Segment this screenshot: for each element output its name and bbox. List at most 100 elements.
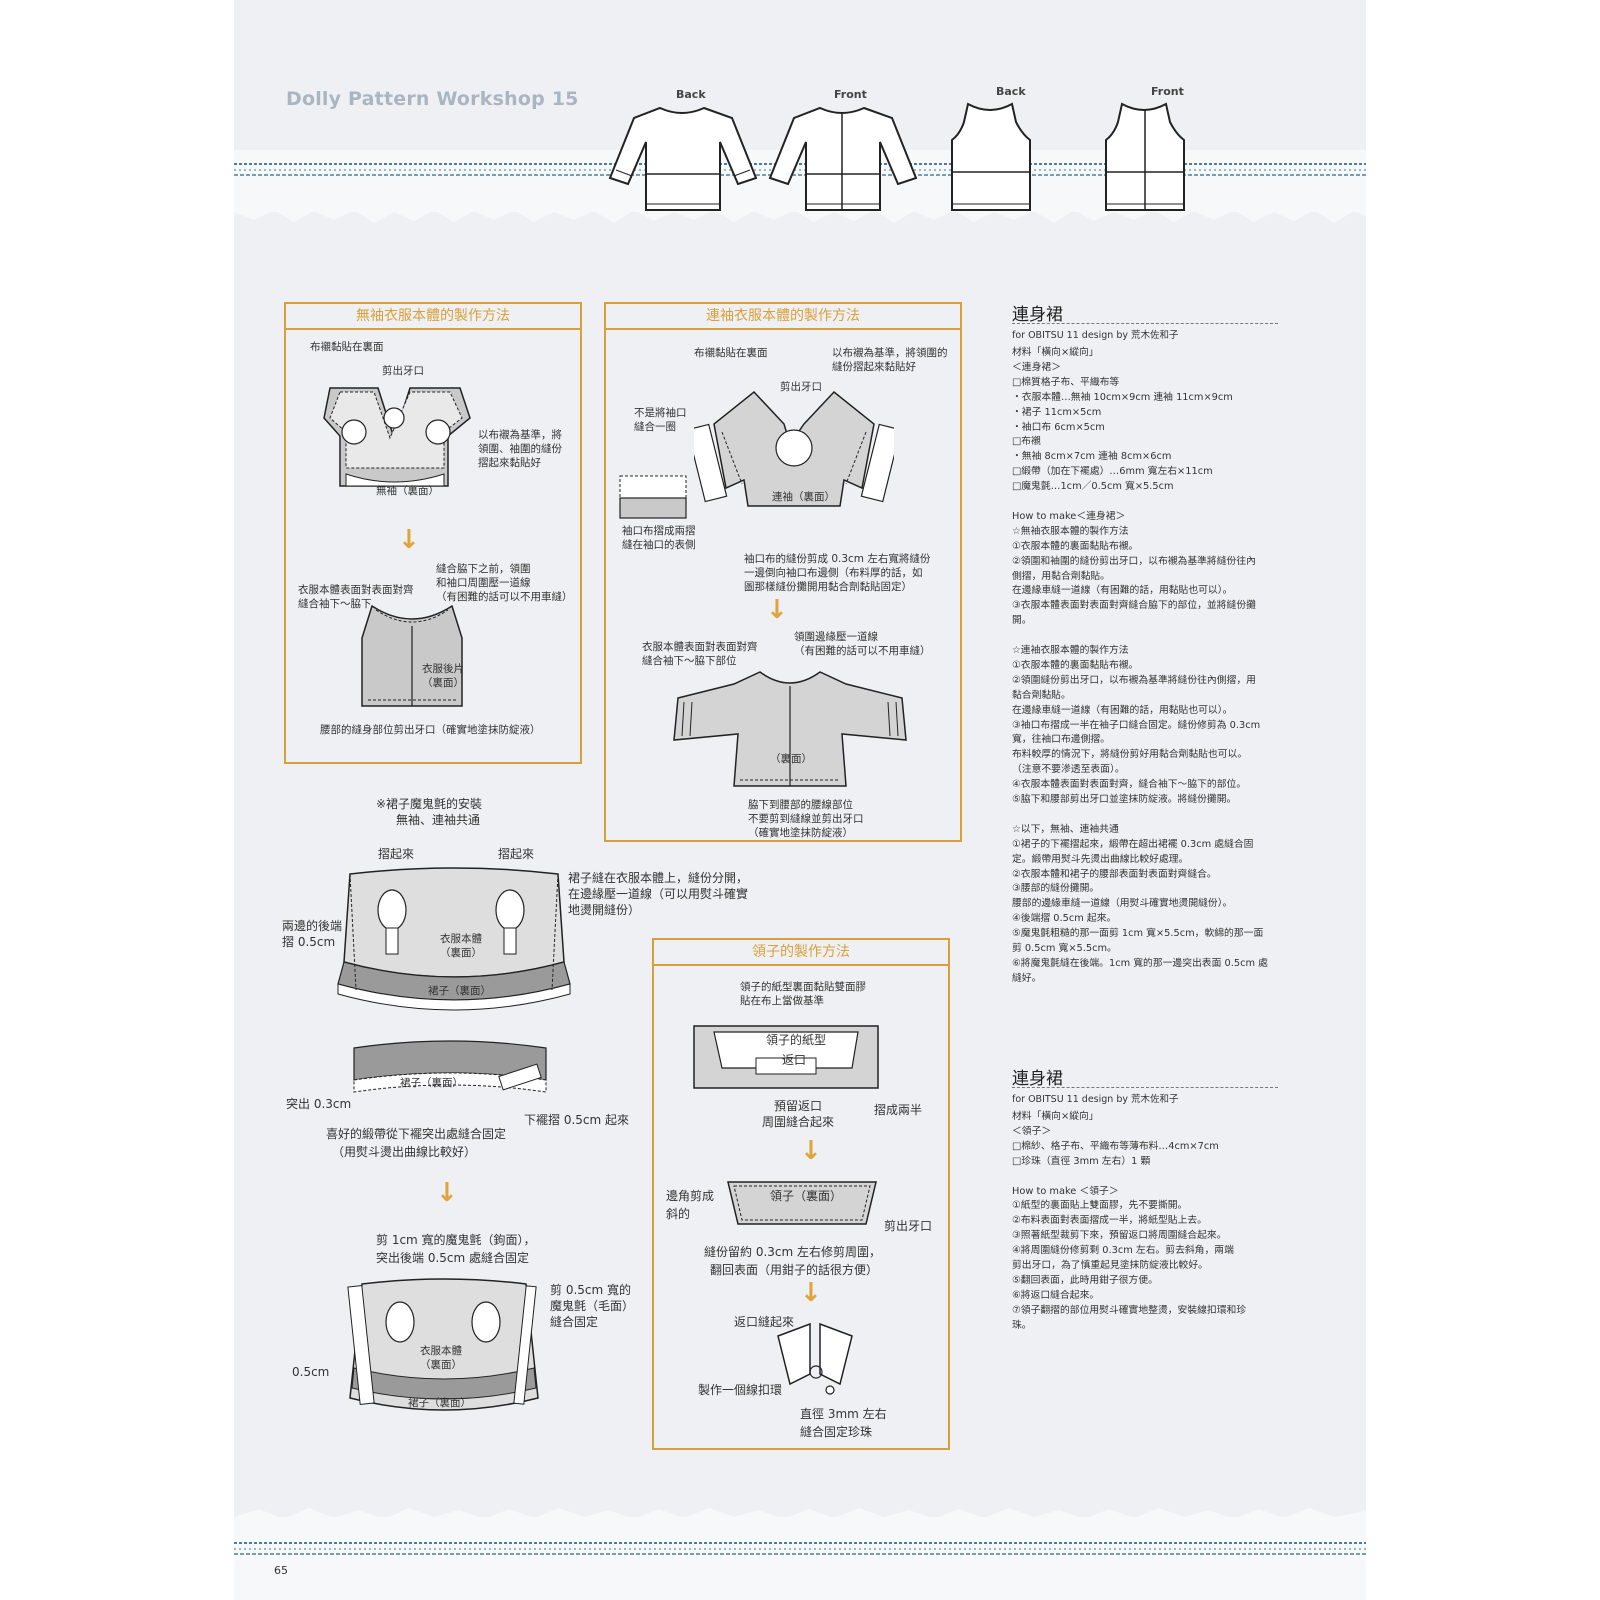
- collar-label-tape-a: 領子的紙型裏面黏貼雙面膠: [740, 981, 866, 993]
- sleeveless-label-side-b: 縫合袖下～脇下: [298, 598, 372, 610]
- sleeveless-label-interfacing: 布襯黏貼在裏面: [310, 341, 384, 353]
- step-arrow-icon: ↓: [436, 1178, 458, 1208]
- collar-instruction-line: □珍珠（直徑 3mm 左右）1 顆: [1012, 1155, 1151, 1167]
- sleeved-label-interfacing: 布襯黏貼在裏面: [694, 347, 768, 359]
- skirt-step2-illustration: [347, 1278, 539, 1411]
- collar-instruction-line: □棉紗、格子布、平織布等薄布料…4cm×7cm: [1012, 1140, 1219, 1152]
- collar-label-corner-b: 斜的: [666, 1207, 691, 1221]
- dress-instruction-line: ③腰部的縫份攤開。: [1012, 883, 1100, 895]
- dress-instruction-line: ＜連身裙＞: [1012, 361, 1061, 373]
- collar-step2-illustration: [727, 1181, 877, 1225]
- sleeved-label-underarm-a: 脇下到腰部的腰線部位: [748, 799, 853, 811]
- dress-instruction-line: 側摺，用黏合劑黏貼。: [1012, 570, 1110, 582]
- skirt-label-skirt-1: 裙子（裏面）: [428, 985, 491, 997]
- collar-instruction-line: 剪出牙口，為了慎重起見塗抹防綻液比較好。: [1012, 1260, 1208, 1271]
- dress-section-subtitle: for OBITSU 11 design by 荒木佐和子: [1012, 330, 1179, 341]
- dress-instruction-line: （注意不要滲透至表面）。: [1012, 764, 1125, 776]
- view-label-front-1: Front: [834, 88, 867, 101]
- dress-instruction-line: ②領圍縫份剪出牙口，以布襯為基準將縫份往內側摺，用: [1012, 674, 1256, 686]
- collar-label-corner-a: 邊角剪成: [666, 1189, 715, 1203]
- sleeved-label-side-b: 縫合袖下～脇下部位: [642, 655, 737, 667]
- sleeveless-label-fold-a: 以布襯為基準，將: [478, 429, 562, 441]
- skirt-label-sew-1: 裙子縫在衣服本體上，縫份分開，: [568, 871, 749, 885]
- dress-instruction-line: ☆連袖衣服本體的製作方法: [1012, 645, 1129, 656]
- dress-instruction-line: 腰部的邊緣車縫一道線（用熨斗確實地燙開縫份）。: [1012, 898, 1233, 910]
- collar-instruction-line: ②布料表面對表面摺成一半，將紙型貼上去。: [1012, 1215, 1207, 1227]
- skirt-label-width: 0.5cm: [292, 1365, 330, 1379]
- collar-label-thread-loop: 製作一個線扣環: [698, 1383, 783, 1397]
- sleeveless-label-topstitch-b: 和袖口周圍壓一道線: [436, 577, 531, 589]
- skirt-label-back-edge-2: 摺 0.5cm: [282, 935, 336, 949]
- dress-instruction-line: 材料「橫向×縱向」: [1012, 347, 1099, 358]
- dress-sleeveless-front-illustration: [1105, 102, 1185, 211]
- skirt-label-ribbon-1: 喜好的緞帶從下襬突出處縫合固定: [326, 1127, 507, 1141]
- collar-instruction-line: 珠。: [1012, 1319, 1032, 1331]
- page-number: 65: [274, 1564, 288, 1577]
- sleeveless-instructions-box: 無袖衣服本體的製作方法: [284, 302, 582, 764]
- skirt-label-skirt-3: 裙子（裏面）: [408, 1397, 471, 1409]
- skirt-label-fold-2: 摺起來: [498, 847, 535, 861]
- dress-instruction-line: ④後端摺 0.5cm 起來。: [1012, 913, 1117, 925]
- sleeved-label-underarm-b: 不要剪到縫線並剪出牙口: [748, 813, 864, 825]
- skirt-label-sew-3: 地燙開縫份）: [568, 903, 641, 917]
- sleeved-label-not-around-b: 縫合一圈: [634, 421, 676, 433]
- step-arrow-icon: ↓: [800, 1136, 822, 1166]
- collar-finished-illustration: [777, 1322, 853, 1395]
- skirt-label-velcro-1: 剪 1cm 寬的魔鬼氈（鉤面），: [376, 1233, 536, 1247]
- sleeved-label-cuff-seam-c: 圖那樣縫份攤開用黏合劑黏貼固定）: [744, 581, 912, 593]
- skirt-label-body-2: （裏面）: [440, 947, 482, 959]
- dress-instruction-line: 在邊緣車縫一道線（有困難的話，用黏貼也可以）。: [1012, 704, 1233, 716]
- skirt-label-back-edge-1: 兩邊的後端: [282, 919, 343, 933]
- view-label-back-1: Back: [676, 88, 706, 101]
- collar-label-sew-a: 預留返口: [774, 1099, 823, 1113]
- collar-pattern-illustration: [693, 1025, 879, 1089]
- sleeveless-label-topstitch-a: 縫合脇下之前，領圍: [436, 563, 531, 575]
- skirt-label-hem: 下襬摺 0.5cm 起來: [524, 1113, 630, 1127]
- skirt-label-velcro-2: 突出後端 0.5cm 處縫合固定: [376, 1251, 530, 1265]
- skirt-label-sew-2: 在邊緣壓一道線（可以用熨斗確實: [568, 887, 749, 901]
- skirt-label-body-1: 衣服本體: [440, 933, 482, 945]
- dress-instruction-line: 布料較厚的情況下，將縫份剪好用黏合劑黏貼也可以。: [1012, 749, 1248, 761]
- dress-instruction-line: ①衣服本體的裏面黏貼布襯。: [1012, 659, 1139, 671]
- dress-instruction-line: ③袖口布摺成一半在袖子口縫合固定。縫份修剪為 0.3cm: [1012, 719, 1261, 731]
- sleeved-label-underarm-c: （確實地塗抹防綻液）: [748, 827, 853, 839]
- dress-sleeved-back-illustration: [608, 106, 758, 211]
- dress-instruction-line: ・無袖 8cm×7cm 連袖 8cm×6cm: [1012, 451, 1172, 463]
- dress-instruction-line: ・衣服本體…無袖 10cm×9cm 連袖 11cm×9cm: [1012, 391, 1233, 403]
- collar-instruction-line: ③照著紙型裁剪下來，預留返口將周圍縫合起來。: [1012, 1230, 1227, 1242]
- sleeveless-step1-illustration: [323, 387, 471, 487]
- collar-instruction-line: ⑤翻回表面，此時用鉗子很方便。: [1012, 1274, 1158, 1286]
- collar-instruction-line: ④將周圍縫份修剪剩 0.3cm 左右。剪去斜角，兩端: [1012, 1245, 1234, 1257]
- skirt-label-body-4: （裏面）: [420, 1359, 462, 1371]
- sleeveless-step2-illustration: [361, 604, 463, 707]
- skirt-band-illustration: [353, 1040, 547, 1093]
- dress-instruction-line: ☆無袖衣服本體的製作方法: [1012, 525, 1129, 537]
- dress-instruction-line: ・裙子 11cm×5cm: [1012, 406, 1102, 418]
- collar-label-fold-half: 摺成兩半: [874, 1103, 923, 1117]
- collar-label-sew-b: 周圍縫合起來: [762, 1115, 835, 1129]
- skirt-label-velcro-4: 魔鬼氈（毛面）: [550, 1299, 635, 1313]
- dress-instruction-line: □魔鬼氈…1cm／0.5cm 寬×5.5cm: [1012, 481, 1174, 493]
- sleeved-box-title: 連袖衣服本體的製作方法: [606, 304, 960, 330]
- sleeveless-label-waist-notch: 腰部的縫身部位剪出牙口（確實地塗抹防綻液）: [320, 724, 541, 736]
- collar-instruction-line: How to make ＜領子＞: [1012, 1185, 1119, 1197]
- skirt-step1-illustration: [337, 867, 571, 1011]
- view-label-front-2: Front: [1151, 85, 1184, 98]
- dress-instruction-line: ⑤脇下和腰部剪出牙口並塗抹防綻液。將縫份攤開。: [1012, 794, 1237, 805]
- dress-instruction-line: 縫好。: [1012, 972, 1042, 984]
- collar-label-trim-a: 縫份留約 0.3cm 左右修剪周圍，: [704, 1245, 882, 1259]
- section-divider: [1012, 1087, 1278, 1088]
- skirt-label-body-3: 衣服本體: [420, 1345, 462, 1357]
- collar-instruction-line: ⑥將返口縫合起來。: [1012, 1289, 1100, 1301]
- dress-instruction-line: 在邊緣車縫一道線（有困難的話，用黏貼也可以）。: [1012, 585, 1233, 597]
- section-divider: [1012, 323, 1278, 324]
- dress-section-title: 連身裙: [1012, 305, 1063, 325]
- sleeveless-label-wrong-side: 無袖（裏面）: [376, 485, 439, 497]
- sleeved-label-side-a: 衣服本體表面對表面對齊: [642, 641, 758, 653]
- dress-instruction-line: ②領圍和袖圍的縫份剪出牙口，以布襯為基準將縫份往內: [1012, 555, 1256, 567]
- collar-label-pattern: 領子的紙型: [766, 1033, 827, 1047]
- collar-instructions-box: 領子的製作方法: [652, 938, 950, 1450]
- sleeveless-label-topstitch-c: （有困難的話可以不用車縫）: [436, 591, 573, 603]
- collar-label-close-opening: 返口縫起來: [734, 1315, 795, 1329]
- sleeved-label-topstitch-b: （有困難的話可以不用車縫）: [794, 645, 931, 657]
